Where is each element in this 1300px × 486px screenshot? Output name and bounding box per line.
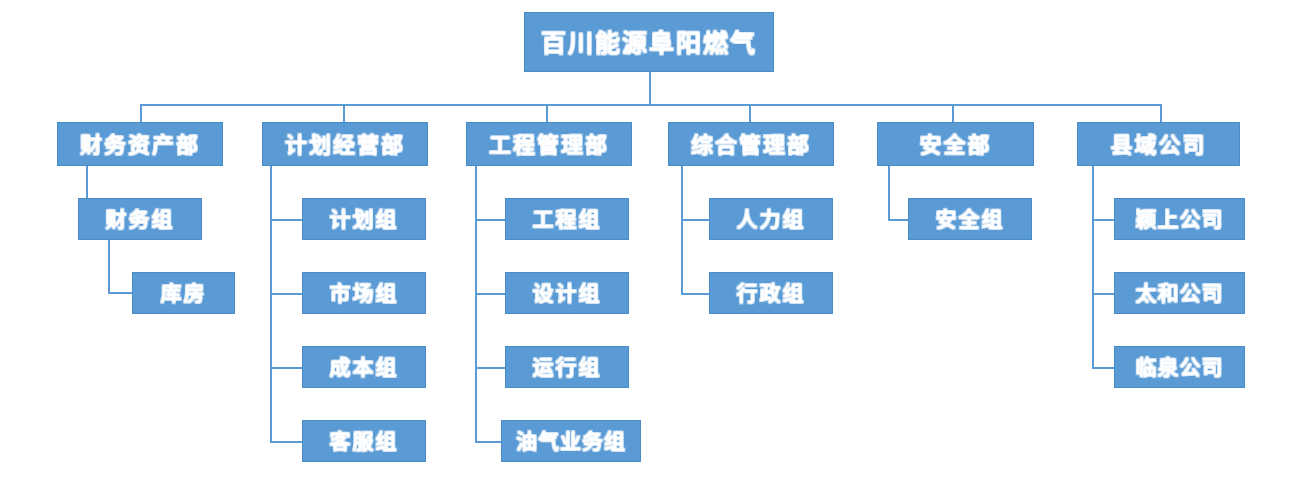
connector-dept2-spine (270, 166, 272, 442)
node-group-safety[interactable]: 安全组 (908, 198, 1032, 240)
node-dept-finance-assets[interactable]: 财务资产部 (57, 122, 223, 166)
connector-dept5-to-child1 (888, 219, 908, 221)
node-group-administration[interactable]: 行政组 (709, 272, 833, 314)
connector-dept4-spine (681, 166, 683, 294)
connector-trunk-to-dept-4 (749, 104, 751, 123)
node-group-warehouse[interactable]: 库房 (132, 272, 235, 314)
connector-dept3-to-child1 (475, 219, 505, 221)
node-group-engineering[interactable]: 工程组 (505, 198, 629, 240)
connector-finance-group-to-warehouse (108, 292, 132, 294)
connector-dept6-to-child3 (1092, 367, 1114, 369)
node-company-yingshang[interactable]: 颖上公司 (1114, 198, 1245, 240)
node-group-planning[interactable]: 计划组 (302, 198, 426, 240)
connector-dept2-to-child2 (270, 293, 302, 295)
node-dept-engineering-management[interactable]: 工程管理部 (466, 122, 632, 166)
node-group-design[interactable]: 设计组 (505, 272, 629, 314)
node-group-cost[interactable]: 成本组 (302, 346, 426, 388)
connector-dept6-to-child2 (1092, 293, 1114, 295)
connector-dept2-to-child3 (270, 367, 302, 369)
connector-dept2-to-child4 (270, 441, 302, 443)
node-group-customer-service[interactable]: 客服组 (302, 420, 426, 462)
connector-dept3-to-child3 (475, 367, 505, 369)
node-group-human-resources[interactable]: 人力组 (709, 198, 833, 240)
node-dept-safety[interactable]: 安全部 (877, 122, 1034, 166)
connector-trunk-to-dept-5 (952, 104, 954, 123)
connector-dept3-spine (475, 166, 477, 442)
connector-finance-group-spine (108, 240, 110, 293)
node-group-market[interactable]: 市场组 (302, 272, 426, 314)
connector-trunk-to-dept-3 (546, 104, 548, 123)
connector-root-stem (649, 72, 651, 105)
connector-main-trunk (140, 104, 1161, 106)
connector-dept3-to-child2 (475, 293, 505, 295)
node-root[interactable]: 百川能源阜阳燃气 (524, 12, 774, 72)
connector-trunk-to-dept-2 (343, 104, 345, 123)
connector-trunk-to-dept-1 (140, 104, 142, 123)
connector-dept5-spine (888, 166, 890, 220)
node-dept-planning-operations[interactable]: 计划经营部 (262, 122, 428, 166)
connector-dept3-to-child4 (475, 441, 501, 443)
node-dept-general-management[interactable]: 综合管理部 (668, 122, 834, 166)
connector-trunk-to-dept-6 (1160, 104, 1162, 123)
node-dept-county-companies[interactable]: 县域公司 (1077, 122, 1240, 166)
connector-dept6-spine (1092, 166, 1094, 368)
connector-dept2-to-child1 (270, 219, 302, 221)
connector-dept4-to-child2 (681, 293, 709, 295)
node-company-taihe[interactable]: 太和公司 (1114, 272, 1245, 314)
connector-dept1-spine (86, 166, 88, 220)
node-company-linquan[interactable]: 临泉公司 (1114, 346, 1245, 388)
connector-dept6-to-child1 (1092, 219, 1114, 221)
node-group-operations[interactable]: 运行组 (505, 346, 629, 388)
node-group-oil-gas-business[interactable]: 油气业务组 (501, 420, 641, 462)
node-group-finance[interactable]: 财务组 (78, 198, 202, 240)
connector-dept4-to-child1 (681, 219, 709, 221)
